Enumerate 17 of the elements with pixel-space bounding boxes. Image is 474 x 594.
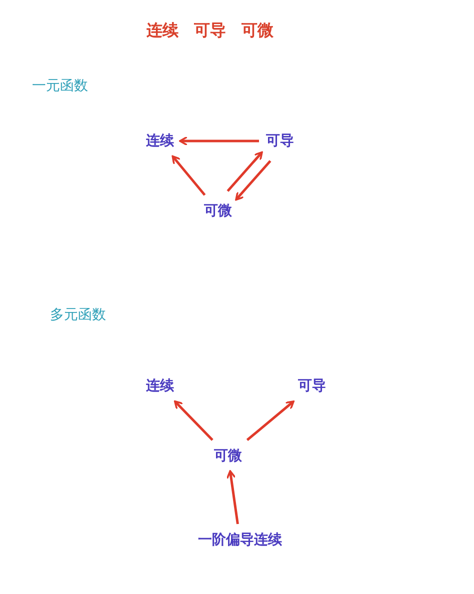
term-text: 连续 xyxy=(144,130,176,152)
arrow xyxy=(235,160,272,201)
arrow xyxy=(246,400,294,441)
title: 连续 可导 可微 xyxy=(146,20,274,42)
term-text: 可微 xyxy=(202,200,234,222)
arrow xyxy=(174,400,214,441)
arrow xyxy=(172,155,206,196)
arrow xyxy=(179,136,259,146)
term-text: 连续 xyxy=(144,375,176,397)
arrow xyxy=(226,470,239,524)
term-text: 一阶偏导连续 xyxy=(196,529,284,551)
term-text: 可导 xyxy=(296,375,328,397)
term-text: 可导 xyxy=(264,130,296,152)
term-text: 可微 xyxy=(212,445,244,467)
section-heading: 多元函数 xyxy=(50,306,106,324)
section-heading: 一元函数 xyxy=(32,77,88,95)
arrow xyxy=(226,151,263,192)
